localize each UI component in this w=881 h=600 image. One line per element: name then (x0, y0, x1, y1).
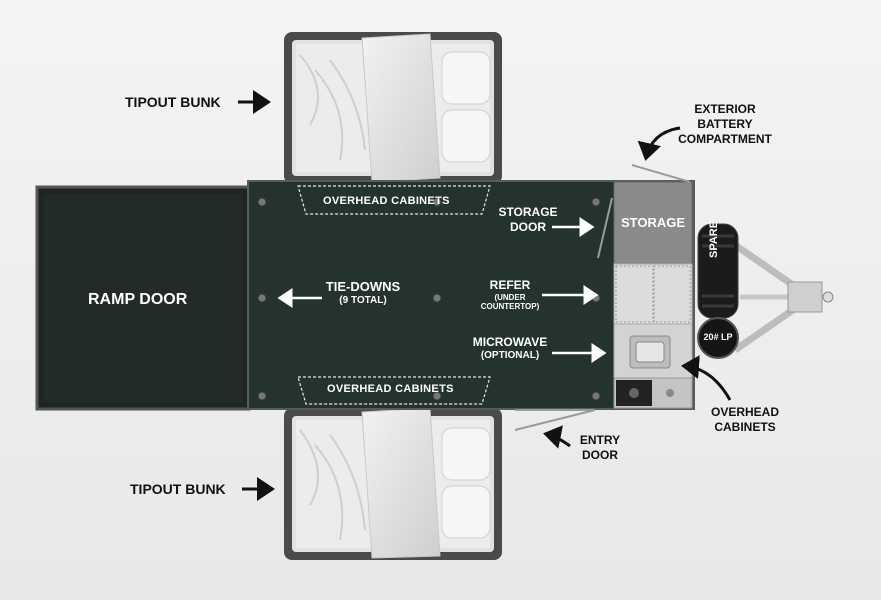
label-entry-door: ENTRY DOOR (568, 433, 632, 463)
label-exterior-battery-line2: BATTERY (697, 117, 753, 131)
label-ramp-door: RAMP DOOR (88, 291, 188, 308)
tie-down (257, 293, 267, 303)
tie-down (591, 391, 601, 401)
label-refer-note: (UNDER COUNTERTOP) (478, 293, 542, 311)
label-tipout-bunk-top: TIPOUT BUNK (125, 94, 221, 110)
tie-down (591, 197, 601, 207)
label-entry-door-line1: ENTRY (579, 433, 621, 447)
label-exterior-battery-line1: EXTERIOR (694, 102, 756, 116)
label-entry-door-line2: DOOR (582, 448, 618, 462)
arrow-overhead-ext (681, 355, 732, 401)
ramp-door-panel (44, 194, 242, 402)
entry-door-line (514, 409, 596, 431)
label-refer-note-line2: COUNTERTOP) (480, 302, 540, 311)
label-microwave: MICROWAVE (472, 335, 548, 349)
storage-door-line (597, 197, 613, 259)
lp-tank (697, 317, 739, 359)
label-tie-downs: TIE-DOWNS (325, 279, 401, 294)
label-overhead-cabinets-ext: OVERHEAD CABINETS (700, 405, 790, 435)
label-storage-door-line1: STORAGE (498, 205, 558, 219)
label-refer-note-line1: (UNDER (494, 293, 526, 302)
tie-down (432, 197, 442, 207)
label-overhead-cabinets-ext-line1: OVERHEAD (710, 405, 779, 419)
label-exterior-battery-line3: COMPARTMENT (678, 132, 772, 146)
tie-down (432, 391, 442, 401)
overhead-cabinets-top (297, 185, 491, 215)
tie-down (257, 197, 267, 207)
battery-door-line (631, 164, 691, 183)
label-tipout-bunk-bottom: TIPOUT BUNK (130, 481, 226, 497)
arrow-entry-door (543, 425, 571, 449)
label-storage-door: STORAGE DOOR (488, 205, 568, 235)
label-overhead-cabinets-ext-line2: CABINETS (714, 420, 776, 434)
label-refer: REFER (489, 278, 531, 292)
label-spare: SPARE (708, 220, 720, 258)
overhead-cabinets-bottom (297, 376, 491, 405)
label-lp-tank: 20# LP (703, 332, 733, 342)
tipout-bunk-bottom (284, 407, 502, 560)
label-microwave-note: (OPTIONAL) (480, 350, 540, 361)
tipout-bunk-top (284, 32, 502, 184)
label-overhead-cabinets-top: OVERHEAD CABINETS (323, 195, 450, 207)
trailer-tongue (733, 242, 834, 353)
label-tie-downs-note: (9 TOTAL) (339, 295, 387, 306)
storage-compartment (613, 181, 693, 265)
tie-down (257, 391, 267, 401)
arrow-battery (637, 126, 681, 161)
label-storage-door-line2: DOOR (510, 220, 546, 234)
tie-down (432, 293, 442, 303)
label-overhead-cabinets-bottom: OVERHEAD CABINETS (327, 383, 454, 395)
label-storage: STORAGE (620, 215, 686, 230)
label-exterior-battery: EXTERIOR BATTERY COMPARTMENT (670, 102, 780, 147)
